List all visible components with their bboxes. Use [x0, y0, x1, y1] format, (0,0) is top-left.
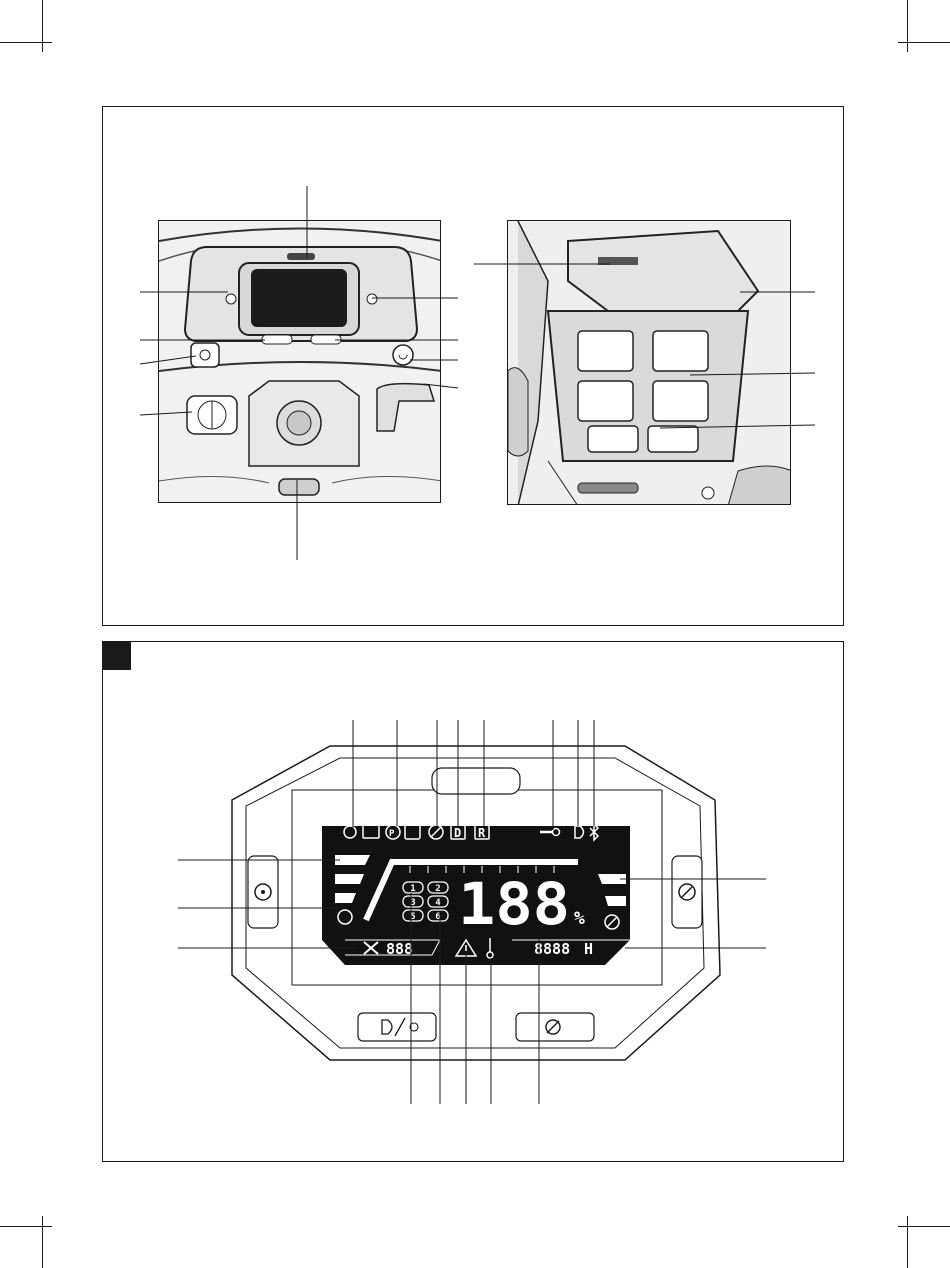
gear-2: 2: [435, 884, 440, 894]
parking-label: P: [389, 829, 395, 839]
speed-unit: %: [574, 908, 585, 929]
cutting-height-value: 888: [386, 940, 413, 958]
gear-4: 4: [435, 898, 441, 908]
gear-1: 1: [410, 884, 415, 894]
speed-value: 188: [458, 870, 570, 938]
blade-menu-button[interactable]: [516, 1013, 594, 1041]
headlight-button[interactable]: [358, 1013, 436, 1041]
hour-meter-unit: H: [584, 940, 593, 958]
drive-r-label: R: [478, 826, 486, 840]
drive-d-label: D: [454, 826, 461, 840]
